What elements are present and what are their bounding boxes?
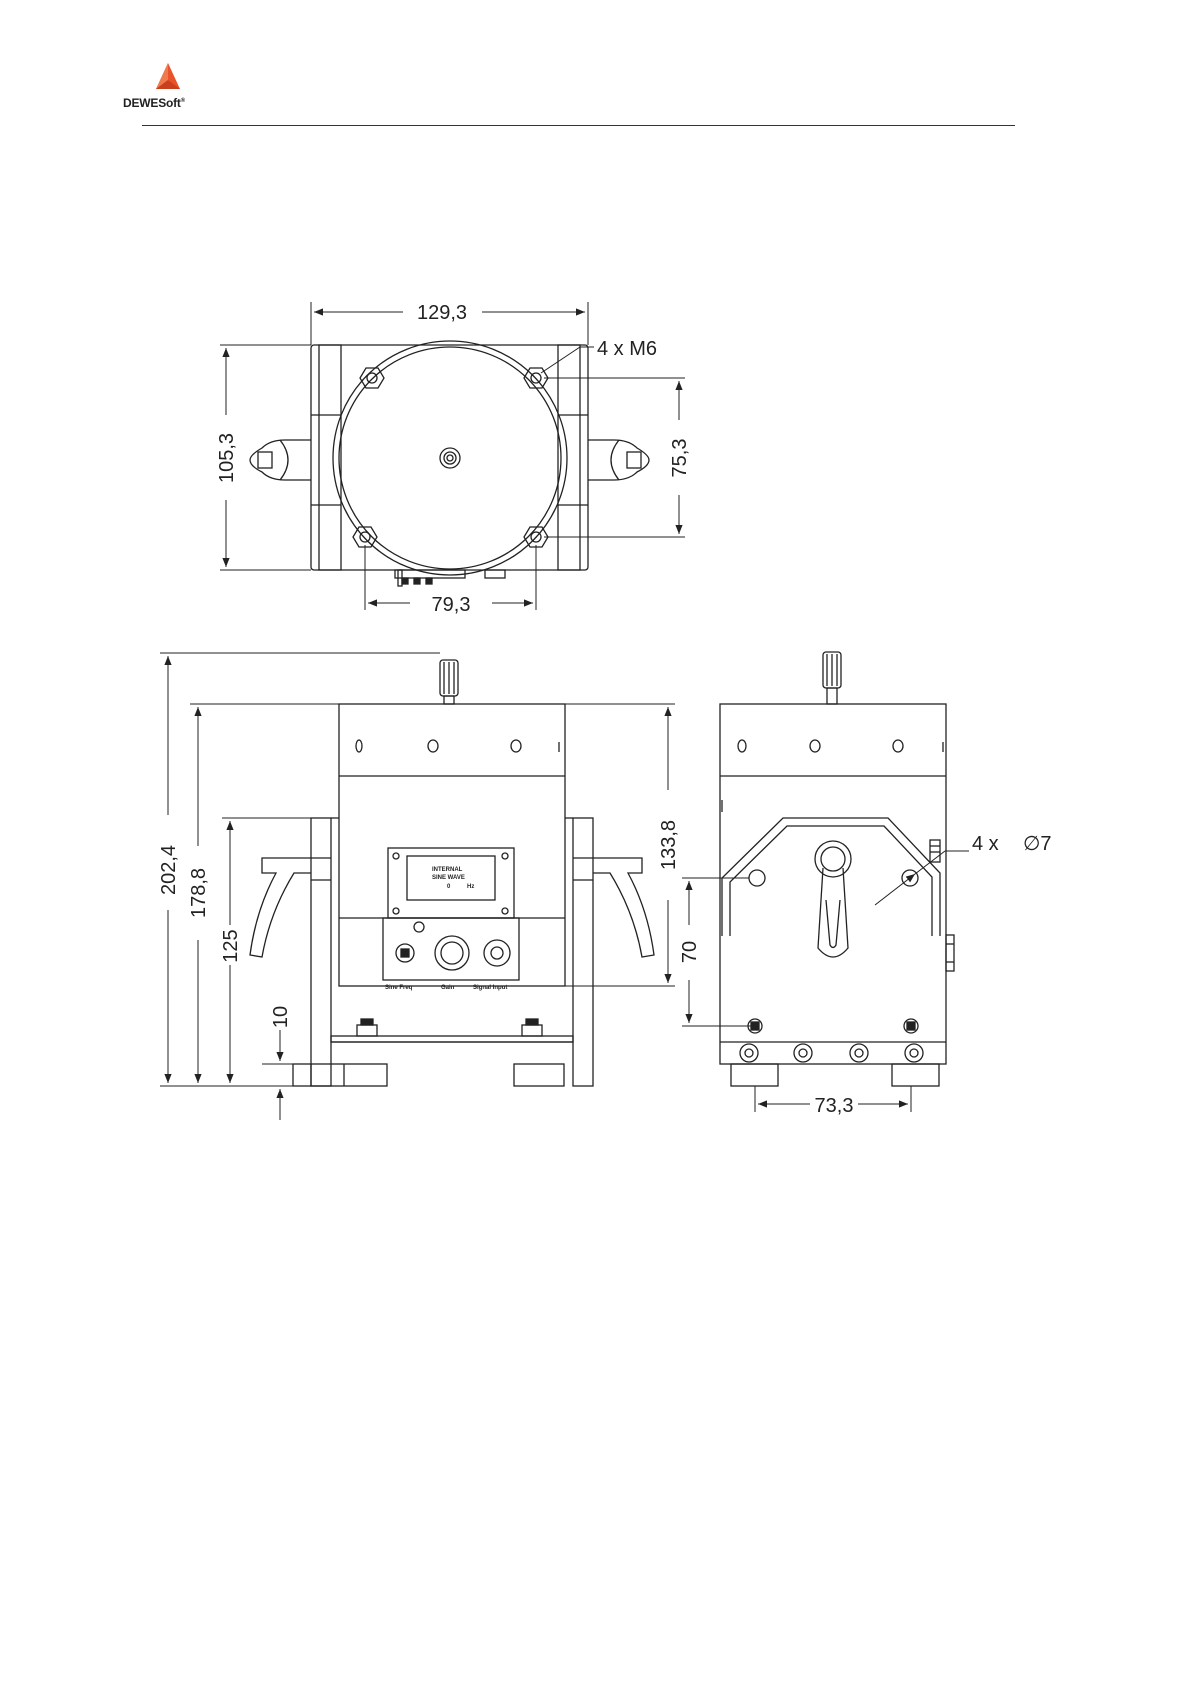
front-view-dimensions bbox=[160, 653, 675, 1120]
top-base-plate bbox=[311, 345, 588, 570]
dim-width: 129,3 bbox=[417, 302, 467, 324]
side-left-foot bbox=[731, 1064, 778, 1086]
panel-title-line2: SINE WAVE bbox=[432, 875, 465, 881]
dim-body-height: 178,8 bbox=[188, 868, 210, 918]
side-view bbox=[720, 652, 954, 1086]
label-gain: Gain bbox=[441, 985, 455, 991]
front-view bbox=[250, 660, 654, 1086]
gain-knob bbox=[435, 936, 469, 970]
shaker-head-inner bbox=[339, 347, 561, 569]
panel-readout-unit: Hz bbox=[467, 884, 474, 890]
panel-title-line1: INTERNAL bbox=[432, 867, 463, 873]
dim-depth: 105,3 bbox=[216, 433, 238, 483]
front-left-handle bbox=[250, 858, 311, 957]
front-bolt bbox=[357, 1019, 377, 1036]
front-top-connector bbox=[440, 660, 458, 704]
label-hole-count: 4 x bbox=[972, 833, 999, 855]
dim-hole-spacing-v: 75,3 bbox=[669, 439, 691, 478]
trunnion-arm bbox=[818, 868, 848, 957]
side-body bbox=[720, 704, 946, 1064]
dim-head-height: 133,8 bbox=[658, 820, 680, 870]
panel-readout-value: 0 bbox=[447, 884, 451, 890]
dim-foot-spacing: 73,3 bbox=[815, 1095, 854, 1117]
shaker-center-outer bbox=[440, 448, 460, 468]
dim-feet-height: 10 bbox=[270, 1006, 292, 1028]
front-base-plate bbox=[331, 1036, 573, 1042]
side-right-foot bbox=[892, 1064, 939, 1086]
label-mount-thread: 4 x M6 bbox=[597, 338, 657, 360]
dim-handle-height: 125 bbox=[220, 929, 242, 962]
side-top-connector bbox=[823, 652, 841, 704]
label-signal-input: Signal Input bbox=[473, 985, 507, 991]
label-sine-freq: Sine Freq bbox=[385, 985, 413, 991]
dim-hole-spacing-h: 79,3 bbox=[432, 594, 471, 616]
side-connector bbox=[946, 935, 954, 971]
dim-hole-height: 70 bbox=[679, 941, 701, 963]
signal-input-connector bbox=[484, 940, 510, 966]
front-bolt bbox=[522, 1019, 542, 1036]
front-right-handle bbox=[593, 858, 654, 957]
side-view-dimensions bbox=[682, 851, 969, 1112]
front-left-foot bbox=[293, 1064, 387, 1086]
front-right-foot bbox=[514, 1064, 564, 1086]
label-hole-diameter: ∅7 bbox=[1023, 833, 1052, 855]
top-right-handle bbox=[588, 440, 649, 480]
top-connector-block bbox=[395, 570, 465, 578]
front-body bbox=[339, 704, 565, 986]
top-left-handle bbox=[250, 440, 311, 480]
top-left-rail bbox=[319, 345, 341, 570]
dim-total-height: 202,4 bbox=[158, 845, 180, 895]
